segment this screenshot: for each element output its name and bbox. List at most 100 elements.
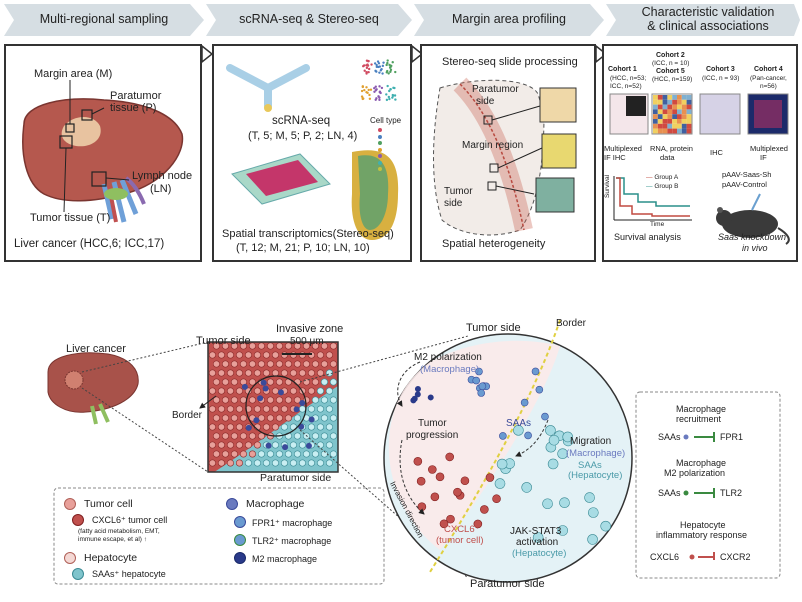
- tissue-cell: [226, 405, 234, 413]
- time-axis-label: Time: [650, 221, 665, 228]
- circle-border-label: Border: [556, 318, 587, 329]
- tissue-cell: [329, 414, 337, 422]
- heatmap-cell: [681, 128, 687, 134]
- heatmap-cell: [686, 128, 692, 134]
- spatial-title: Spatial transcriptomics(Stereo-seq): [222, 228, 394, 240]
- tumor-tissue-label: Tumor tissue (T): [30, 212, 111, 224]
- umap-point: [385, 71, 388, 74]
- umap-point: [374, 89, 378, 92]
- tissue-cell: [266, 378, 274, 386]
- umap-point: [363, 88, 366, 92]
- heatmap-cell: [686, 95, 692, 100]
- heatmap-cell: [677, 99, 682, 105]
- umap-point: [365, 72, 368, 75]
- tissue-cell: [307, 369, 315, 377]
- umap-point: [387, 95, 391, 99]
- umap-point: [388, 66, 392, 69]
- recruitment-title-2: recruitment: [676, 414, 722, 424]
- tissue-cell: [329, 378, 337, 386]
- circle-tumor-side-label: Tumor side: [466, 322, 521, 334]
- heatmap-cell: [662, 123, 668, 129]
- macrophage: [478, 382, 487, 391]
- recruitment-title: Macrophage: [676, 404, 727, 414]
- tissue-cell: [235, 369, 243, 377]
- cell-type-swatch: [378, 141, 382, 145]
- group-b-label: Group B: [654, 183, 679, 190]
- tissue-cell: [320, 414, 328, 422]
- tissue-cell: [271, 423, 279, 431]
- macrophage-cell: [253, 417, 260, 424]
- m2-macrophage: [414, 386, 421, 393]
- heatmap-cell: [667, 99, 673, 105]
- tissue-cell: [307, 387, 315, 395]
- tissue-cell: [280, 369, 288, 377]
- tissue-cell: [230, 378, 238, 386]
- tissue-cell: [316, 423, 324, 431]
- tissue-cell: [212, 432, 220, 440]
- workflow-arrows: [4, 4, 800, 36]
- legend-cxcl6: CXCL6⁺ tumor cell: [92, 515, 168, 525]
- tissue-cell: [221, 378, 229, 386]
- tumor-cell: [446, 514, 455, 524]
- scrna-counts: (T, 5; M, 5; P, 2; LN, 4): [248, 130, 358, 142]
- paav-saas-label: pAAV-Saas-Sh: [722, 170, 772, 179]
- step-4-label: Characteristic validation & clinical ass…: [616, 2, 800, 36]
- heatmap-cell: [686, 114, 692, 119]
- legend-cxcl6-detail: (fatty acid metabolism, EMT,: [78, 528, 160, 535]
- tissue-cell: [271, 369, 279, 377]
- tissue-cell: [320, 396, 328, 404]
- heatmap-cell: [681, 99, 687, 105]
- fpr1-receptor: FPR1: [720, 432, 744, 442]
- saas-hepatocyte: [548, 434, 560, 446]
- umap-point: [367, 60, 370, 63]
- tissue-cell: [212, 396, 220, 404]
- umap-point: [378, 85, 381, 88]
- stereo-slide-title: Stereo-seq slide processing: [442, 56, 578, 68]
- umap-point: [362, 64, 366, 67]
- tissue-cell: [230, 342, 238, 350]
- tissue-cell: [329, 360, 337, 368]
- method-2-line1: RNA, protein: [650, 144, 693, 153]
- tissue-cell: [275, 414, 283, 422]
- heatmap-cell: [672, 95, 677, 100]
- invasive-zone-label: Invasive zone: [276, 323, 344, 335]
- tissue-cell: [266, 360, 274, 368]
- tumor-cell: [435, 472, 445, 482]
- tissue-cell: [221, 396, 229, 404]
- survival-axis-label: Survival: [604, 174, 611, 198]
- method-4-line1: Multiplexed: [750, 144, 788, 153]
- cohort-5-name: Cohort 5: [656, 68, 685, 75]
- umap-point: [360, 89, 364, 93]
- tissue-cell: [311, 450, 319, 458]
- inflammatory-title: Hepatocyte: [680, 520, 726, 530]
- heatmap-cell: [677, 123, 682, 129]
- tumor-cell: [413, 457, 423, 466]
- tissue-cell: [271, 441, 279, 449]
- cohort-3-detail: (ICC, n = 93): [702, 75, 740, 82]
- heatmap-cell: [662, 114, 668, 119]
- tissue-cell: [275, 342, 283, 350]
- tissue-cell: [293, 342, 301, 350]
- tissue-cell: [257, 450, 265, 458]
- tissue-cell: [271, 387, 279, 395]
- legend-cxcl6-detail-2: immune escape, et al) ↑: [78, 536, 148, 543]
- tissue-cell: [253, 459, 261, 467]
- tissue-cell: [311, 342, 319, 350]
- umap-point: [378, 98, 381, 102]
- margin-area-label: Margin area (M): [34, 68, 113, 80]
- cohort-4-name: Cohort 4: [754, 66, 783, 73]
- tissue-cell: [208, 387, 216, 395]
- heatmap-cell: [662, 99, 668, 105]
- cxcr2-receptor: CXCR2: [720, 552, 751, 562]
- tissue-cell: [221, 432, 229, 440]
- tissue-cell: [248, 342, 256, 350]
- tumor-cell: [492, 494, 501, 504]
- tissue-cell: [325, 459, 333, 467]
- tissue-cell: [271, 351, 279, 359]
- macrophage-cell: [299, 399, 306, 406]
- cohort-2-name: Cohort 2: [656, 52, 685, 59]
- legend-saas-hepatocyte: SAAs⁺ hepatocyte: [92, 569, 166, 579]
- tissue-cell: [208, 459, 216, 467]
- spatial-counts: (T, 12; M, 21; P, 10; LN, 10): [236, 242, 370, 254]
- tumor-cell: [485, 473, 495, 482]
